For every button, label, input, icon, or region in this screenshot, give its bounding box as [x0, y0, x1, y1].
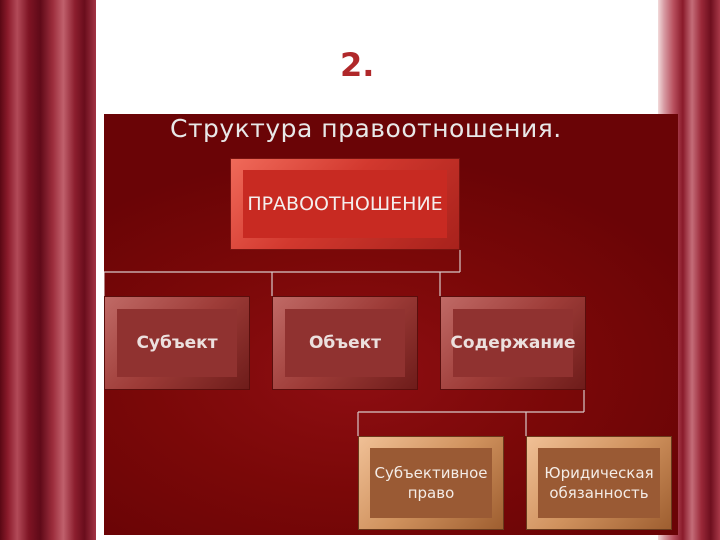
legal-duty-node: Юридическая обязанность	[526, 436, 672, 530]
subject-node: Субъект	[104, 296, 250, 390]
subjective-right-line1: Субъективное	[374, 464, 488, 482]
root-node-label: ПРАВООТНОШЕНИЕ	[243, 170, 447, 238]
object-node: Объект	[272, 296, 418, 390]
object-node-label: Объект	[285, 309, 405, 377]
content-node-label: Содержание	[450, 309, 576, 377]
diagram-title: Структура правоотношения.	[170, 114, 562, 143]
root-node: ПРАВООТНОШЕНИЕ	[230, 158, 460, 250]
slide-number: 2.	[340, 46, 375, 84]
subjective-right-node: Субъективное право	[358, 436, 504, 530]
connector-lines	[104, 250, 585, 436]
legal-duty-line2: обязанность	[549, 484, 649, 502]
left-curtain-decoration	[0, 0, 96, 540]
legal-duty-line1: Юридическая	[544, 464, 654, 482]
content-node: Содержание	[440, 296, 586, 390]
subject-node-label: Субъект	[117, 309, 237, 377]
subjective-right-node-label: Субъективное право	[370, 448, 492, 518]
diagram-panel: Структура правоотношения. ПРАВООТНОШЕНИЕ…	[104, 114, 678, 535]
subjective-right-line2: право	[407, 484, 455, 502]
legal-duty-node-label: Юридическая обязанность	[538, 448, 660, 518]
